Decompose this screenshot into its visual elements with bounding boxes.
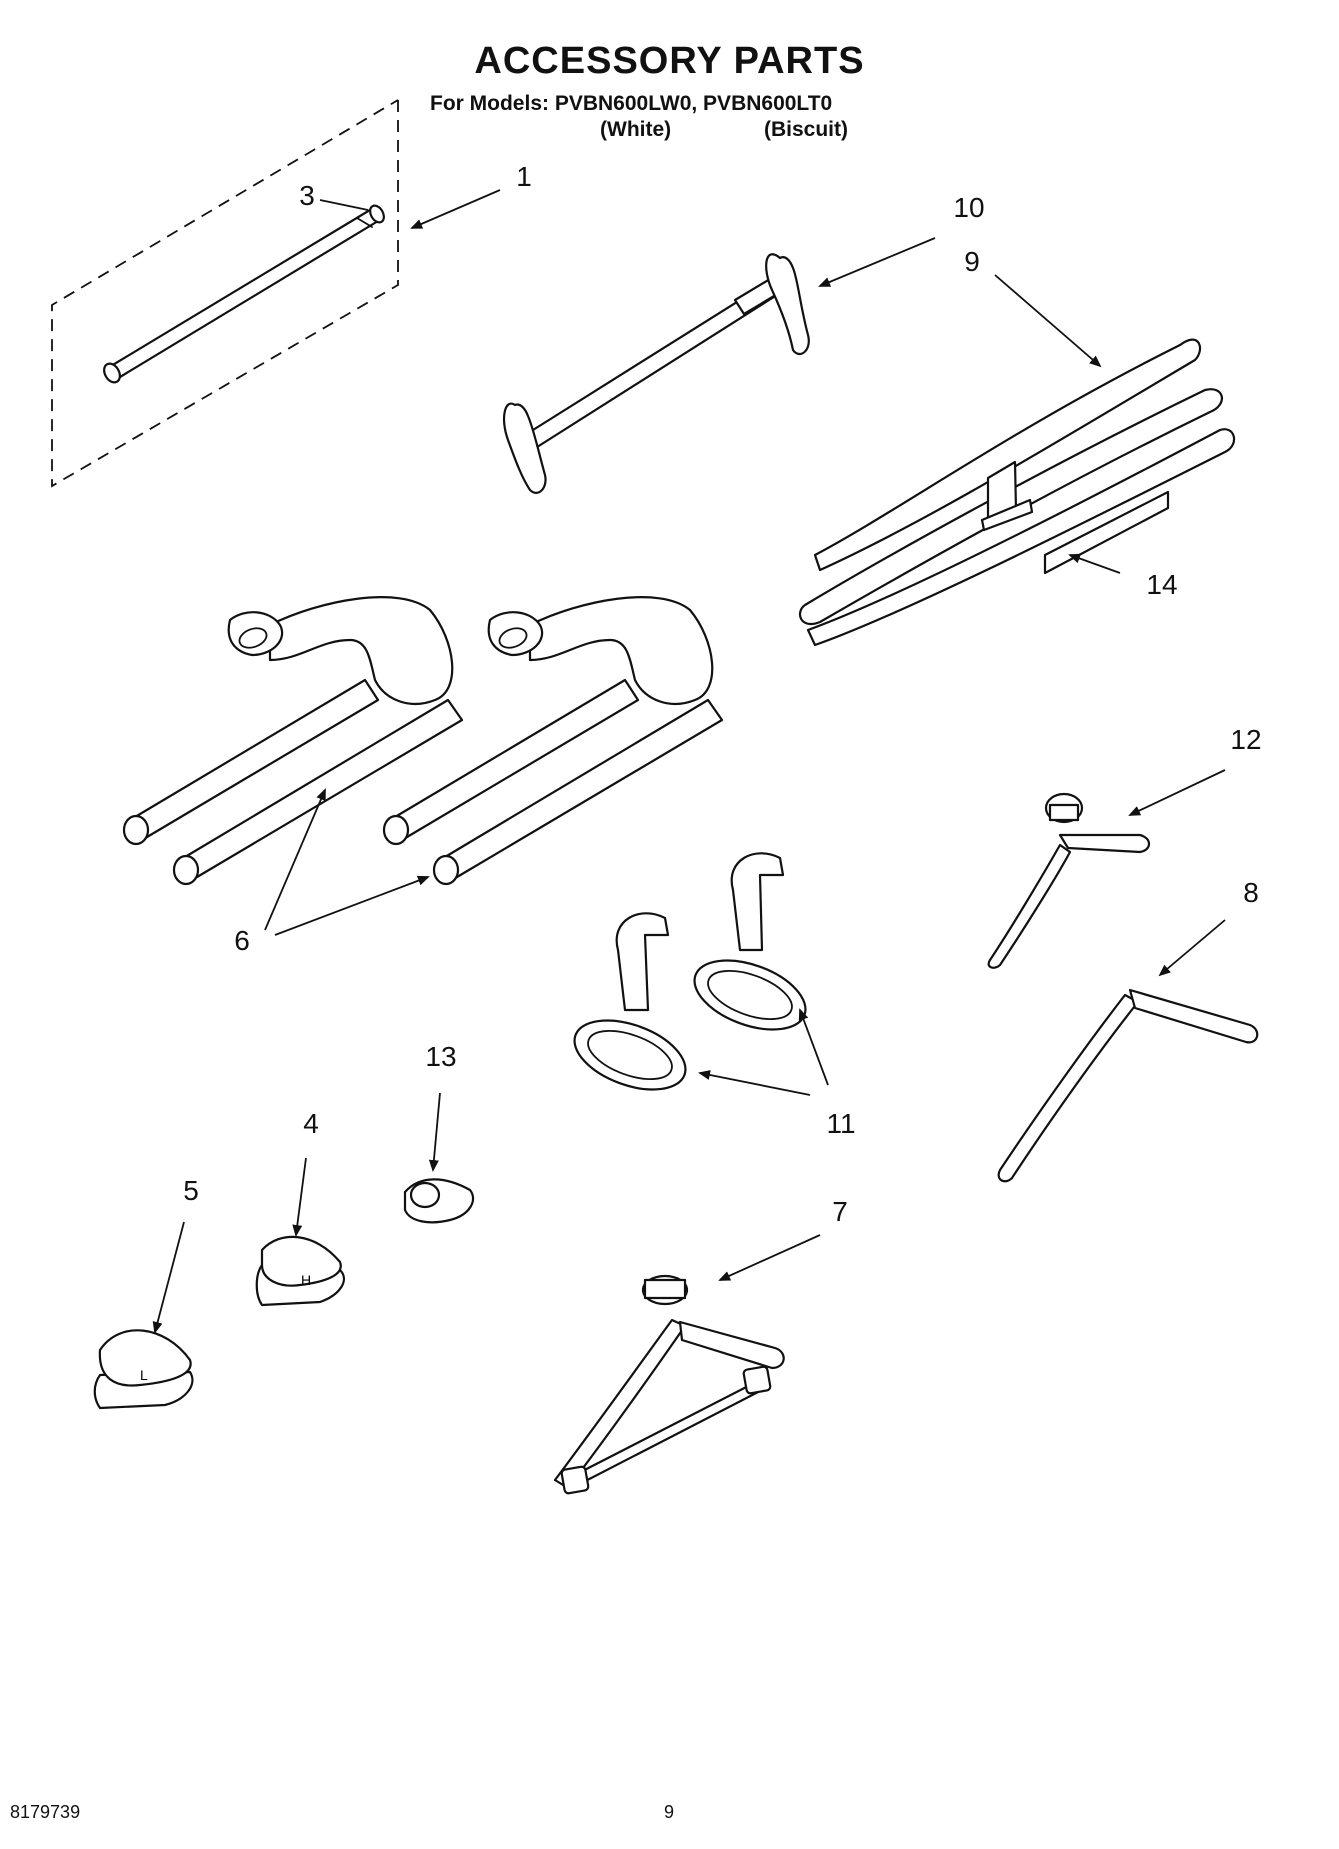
callout-4: 4 [303,1108,319,1139]
page-title: ACCESSORY PARTS [474,40,865,82]
color-biscuit-label: (Biscuit) [764,118,848,141]
part-3-rod [103,204,385,384]
callout-13: 13 [425,1041,457,1072]
part-6-rack-left [122,596,464,886]
part-13-foot [403,1178,475,1224]
callout-12: 12 [1230,724,1262,755]
part-6-rack-right [382,596,724,886]
part-11-hook-right [693,852,807,1031]
callout-7: 7 [832,1196,848,1227]
models-line: For Models: PVBN600LW0, PVBN600LT0 [430,92,833,115]
part-9-rack [798,338,1236,647]
callout-5: 5 [183,1175,199,1206]
callout-10: 10 [953,192,985,223]
callout-14: 14 [1146,569,1178,600]
callout-9: 9 [964,246,980,277]
part-7-hanger [553,1274,785,1495]
part-1-kit-box [51,99,399,488]
leader-lines [152,189,1226,1334]
callout-3: 3 [299,180,315,211]
svg-text:H: H [301,1272,311,1288]
part-5-foot: L [93,1329,194,1410]
page-number: 9 [664,1802,675,1822]
callout-6: 6 [234,925,250,956]
svg-text:L: L [140,1367,148,1383]
color-white-label: (White) [600,118,672,141]
part-4-foot: H [255,1235,345,1307]
part-11-hook-left [573,912,687,1091]
part-10-t-bar [502,253,810,494]
part-14-strip [1043,490,1170,575]
document-number: 8179739 [10,1802,81,1822]
callout-11: 11 [826,1108,856,1139]
callout-1: 1 [516,161,532,192]
callout-8: 8 [1243,877,1259,908]
part-8-large-hanger [997,988,1259,1183]
part-12-small-hanger [987,792,1151,969]
